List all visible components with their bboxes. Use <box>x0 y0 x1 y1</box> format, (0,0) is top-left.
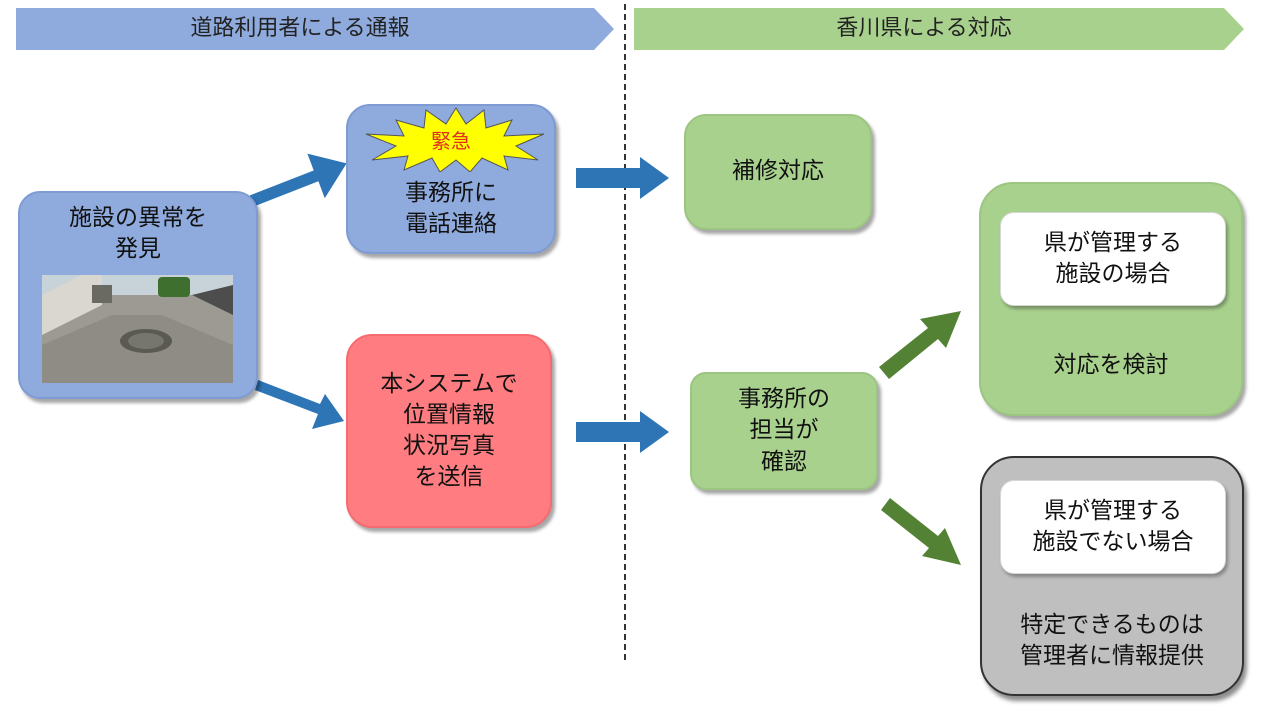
managed-title-box: 県が管理する 施設の場合 <box>1000 212 1226 306</box>
managed-title: 県が管理する 施設の場合 <box>1044 229 1182 287</box>
discover-box: 施設の異常を 発見 <box>18 191 258 399</box>
system-send-label: 本システムで 位置情報 状況写真 を送信 <box>380 370 518 491</box>
unmanaged-action: 特定できるものは 管理者に情報提供 <box>1020 612 1204 670</box>
urgent-label: 緊急 <box>431 129 471 153</box>
office-check-box: 事務所の 担当が 確認 <box>690 372 878 490</box>
managed-box: 県が管理する 施設の場合 対応を検討 <box>979 182 1243 416</box>
system-send-box: 本システムで 位置情報 状況写真 を送信 <box>346 334 552 528</box>
urgent-burst-icon <box>365 107 545 172</box>
arrow-office-to-unmanaged <box>881 498 961 565</box>
banner-road-users-label: 道路利用者による通報 <box>190 16 410 41</box>
repair-label: 補修対応 <box>732 158 824 185</box>
banner-road-users: 道路利用者による通報 <box>16 8 614 50</box>
unmanaged-title-box: 県が管理する 施設でない場合 <box>1000 480 1226 574</box>
banner-kagawa-shape <box>634 8 1244 50</box>
unmanaged-box: 県が管理する 施設でない場合 特定できるものは 管理者に情報提供 <box>980 456 1244 696</box>
office-check-label: 事務所の 担当が 確認 <box>738 386 830 475</box>
section-divider <box>624 4 626 660</box>
unmanaged-title: 県が管理する 施設でない場合 <box>1032 497 1194 555</box>
pothole-photo <box>42 275 233 383</box>
repair-box: 補修対応 <box>684 114 872 230</box>
banner-kagawa: 香川県による対応 <box>634 8 1244 50</box>
banner-kagawa-label: 香川県による対応 <box>836 16 1012 41</box>
arrow-phone-to-repair <box>576 157 669 199</box>
discover-label: 施設の異常を 発見 <box>69 205 207 263</box>
managed-action: 対応を検討 <box>1053 352 1169 378</box>
arrow-office-to-managed <box>879 311 961 379</box>
phone-contact-box: 緊急 事務所に 電話連絡 <box>346 104 556 254</box>
phone-contact-label: 事務所に 電話連絡 <box>405 179 497 237</box>
arrow-system-to-office <box>576 411 669 453</box>
arrow-discover-to-phone <box>249 153 347 207</box>
banner-road-users-shape <box>16 8 614 50</box>
arrow-discover-to-system <box>255 380 344 429</box>
